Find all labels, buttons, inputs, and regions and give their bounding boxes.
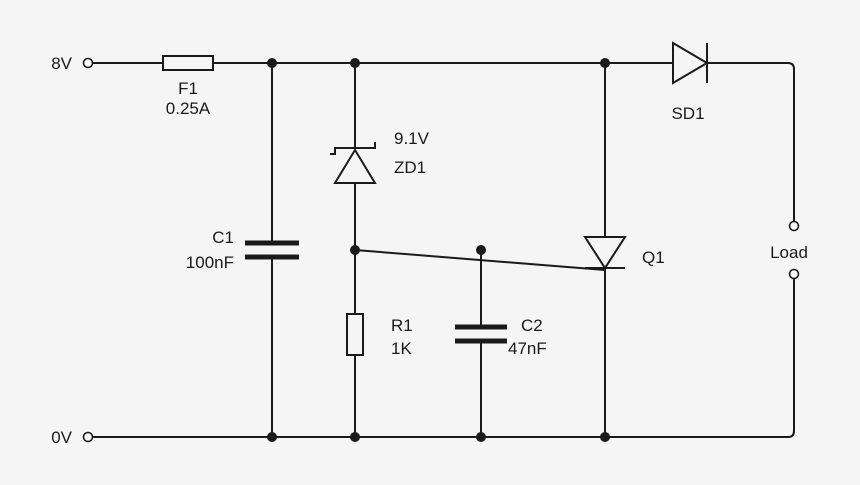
terminal-8v [82,57,94,69]
label-r1-ref: R1 [391,316,413,335]
load-terminal-bottom [788,268,800,280]
fuse-symbol [162,55,214,71]
diode-symbol [672,41,709,85]
load-terminal-top [788,220,800,232]
wire-load-to-bottom [92,278,795,438]
label-c1-value: 100nF [186,253,234,272]
scr-symbol [583,236,627,270]
label-zener-ref: ZD1 [394,158,426,177]
label-fuse-ref: F1 [178,79,198,98]
label-c1-ref: C1 [212,228,234,247]
label-zener-value: 9.1V [394,129,430,148]
resistor-symbol [346,313,364,356]
wire-top-to-load [707,62,795,222]
capacitor-c2-symbol [455,324,507,344]
label-fuse-value: 0.25A [166,99,211,118]
terminal-0v [82,431,94,443]
label-c2-value: 47nF [508,339,547,358]
wires [92,62,795,438]
junction-dots [267,58,610,442]
label-c2-ref: C2 [521,316,543,335]
zener-diode-symbol [330,142,377,184]
label-8v: 8V [51,54,72,73]
label-r1-value: 1K [391,339,412,358]
label-load: Load [770,243,808,262]
capacitor-c1-symbol [245,240,299,260]
label-diode-ref: SD1 [671,104,704,123]
label-0v: 0V [51,428,72,447]
label-scr-ref: Q1 [642,248,665,267]
